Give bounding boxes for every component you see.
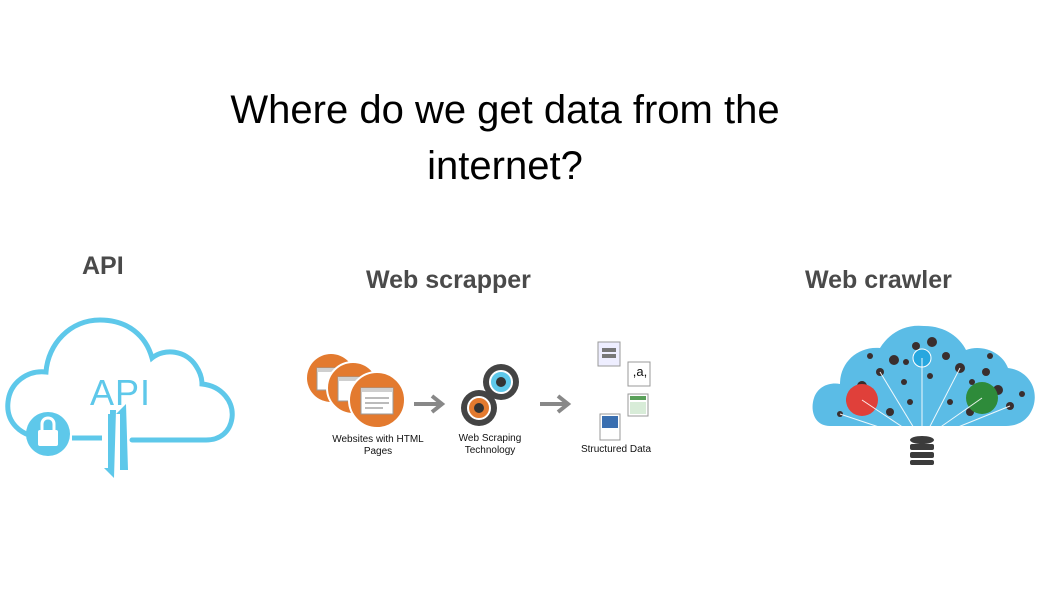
web-crawler-label: Web crawler xyxy=(805,266,952,294)
crawler-cloud-icon xyxy=(812,325,1035,465)
page-title: Where do we get data from the internet? xyxy=(160,82,850,194)
lock-icon xyxy=(26,412,70,456)
csv-glyph: ,a, xyxy=(632,364,648,379)
api-cloud-text: API xyxy=(90,372,152,413)
structured-data-caption: Structured Data xyxy=(580,444,652,455)
api-label: API xyxy=(82,252,124,280)
transfer-arrows-icon xyxy=(104,404,128,478)
websites-icon xyxy=(307,354,406,429)
arrow-right-icon xyxy=(414,394,446,414)
xml-file-icon xyxy=(599,413,621,441)
web-scrapper-label: Web scrapper xyxy=(366,266,531,294)
structured-data-icons xyxy=(597,341,651,441)
database-file-icon xyxy=(597,341,621,367)
cloud-outline xyxy=(5,317,235,443)
scraping-tech-caption: Web Scraping Technology xyxy=(458,433,522,456)
title-line-1: Where do we get data from the xyxy=(230,88,780,132)
title-line-2: internet? xyxy=(427,144,583,188)
api-cloud-icon xyxy=(5,317,235,478)
csv-file-icon xyxy=(627,361,651,387)
arrow-right-icon xyxy=(540,394,572,414)
database-icon xyxy=(910,436,934,465)
spreadsheet-file-icon xyxy=(627,393,649,417)
gears-icon xyxy=(461,364,519,426)
websites-caption: Websites with HTML Pages xyxy=(332,434,424,457)
